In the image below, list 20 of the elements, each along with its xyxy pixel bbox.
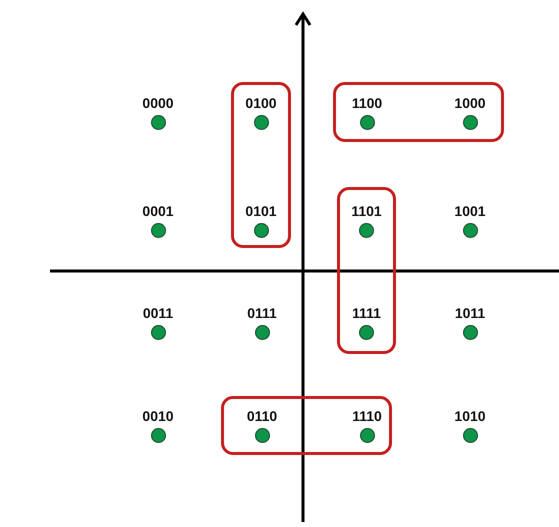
bit-label: 0011 — [142, 305, 174, 321]
bit-label: 0001 — [141, 203, 175, 219]
grouping-outline — [337, 187, 396, 354]
bit-label: 1011 — [454, 305, 486, 321]
bit-label: 1000 — [453, 95, 487, 111]
bit-label: 1111 — [351, 305, 382, 321]
grouping-outline — [333, 82, 504, 142]
bit-label: 0111 — [246, 305, 278, 321]
bit-label: 0100 — [244, 95, 278, 111]
bit-label: 0101 — [244, 203, 278, 219]
grouping-outline — [221, 396, 392, 455]
bit-label: 1001 — [453, 203, 487, 219]
bit-label: 1010 — [453, 408, 487, 424]
bit-label: 0010 — [141, 408, 175, 424]
bit-label: 1100 — [350, 95, 384, 111]
bit-label: 1110 — [351, 408, 383, 424]
bit-label: 1101 — [350, 203, 383, 219]
bit-label: 0000 — [141, 95, 175, 111]
grouping-outline — [231, 82, 291, 248]
bit-label: 0110 — [246, 408, 278, 424]
